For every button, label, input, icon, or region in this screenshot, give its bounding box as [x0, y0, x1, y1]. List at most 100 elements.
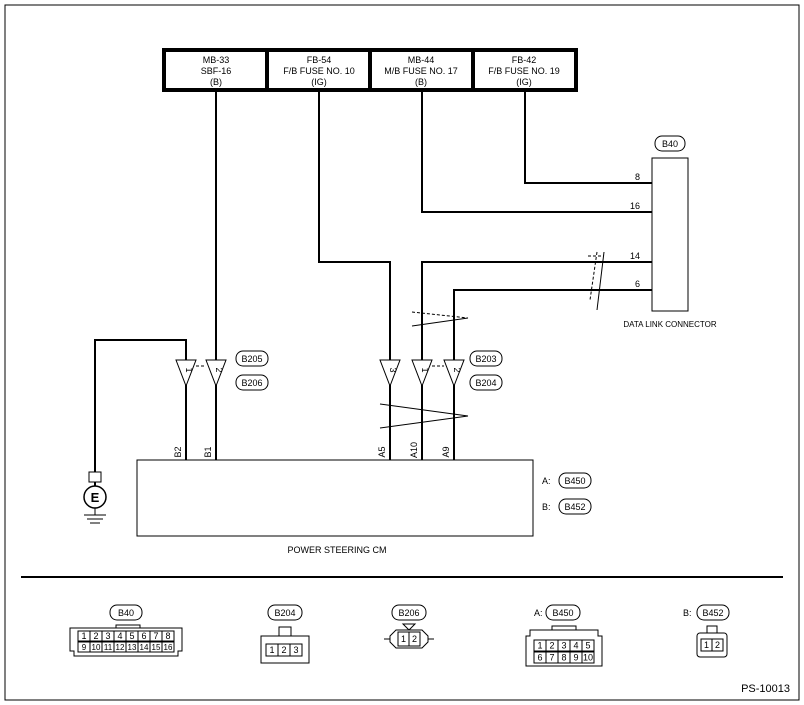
dlc-label: DATA LINK CONNECTOR: [623, 320, 717, 329]
module-body: [136, 459, 534, 537]
terminal-a10: A10: [409, 442, 419, 458]
pin-number: 1: [269, 645, 274, 655]
pin-number: 1: [537, 641, 542, 651]
pin-number: 3: [293, 645, 298, 655]
pin-number: 13: [128, 643, 137, 652]
pin-number: 4: [573, 641, 578, 651]
pin-number: 8: [561, 653, 566, 663]
dlc-body: [651, 157, 689, 312]
terminal-a5: A5: [377, 446, 387, 457]
terminal-b1: B1: [203, 446, 213, 457]
pin-number: 6: [537, 653, 542, 663]
pin-number: 10: [92, 643, 101, 652]
power-steering-module: B2 B1 A5 A10 A9 POWER STEERING CM A: B45…: [136, 442, 592, 555]
terminal-b2: B2: [173, 446, 183, 457]
pin-number: 5: [585, 641, 590, 651]
pin-number: 1: [704, 640, 709, 650]
fuse-2-line2: F/B FUSE NO. 10: [283, 66, 355, 76]
right-pin-1: 1: [420, 367, 430, 372]
legend-b206-id: B206: [398, 608, 419, 618]
dlc-pin-16: 16: [630, 201, 640, 211]
right-pin-3: 3: [388, 367, 398, 372]
fuse-3-line2: M/B FUSE NO. 17: [384, 66, 458, 76]
connector-id-right-top: B203: [475, 354, 496, 364]
pin-number: 5: [129, 631, 134, 641]
pin-number: 6: [141, 631, 146, 641]
pin-number: 3: [561, 641, 566, 651]
wire-mb44: [421, 92, 652, 213]
ground-symbol: E: [83, 471, 107, 524]
legend-b450-prefix: A:: [534, 608, 543, 618]
fuse-1-line1: MB-33: [203, 55, 230, 65]
wires: [94, 92, 652, 472]
pin-number: 8: [165, 631, 170, 641]
fuse-3-line1: MB-44: [408, 55, 435, 65]
fuse-4-line1: FB-42: [512, 55, 537, 65]
wire-fb42: [524, 92, 652, 184]
dlc-id-badge: [654, 135, 686, 152]
connector-arrow: [443, 359, 465, 388]
legend-b452-prefix: B:: [683, 608, 692, 618]
module-conn-a-prefix: A:: [542, 476, 551, 486]
inline-connector-right: 3 1 2 B203 B204: [379, 350, 503, 391]
pin-number: 15: [152, 643, 161, 652]
pin-number: 1: [81, 631, 86, 641]
connector-arrow: [379, 359, 401, 388]
fuse-1-line3: (B): [210, 77, 222, 87]
inline-connectors: 1 2 B205 B206 3 1 2 B203 B204: [175, 350, 503, 391]
pin-number: 4: [117, 631, 122, 641]
dlc-id: B40: [662, 139, 678, 149]
figure-code: PS-10013: [741, 683, 790, 695]
pin-number: 10: [583, 653, 593, 663]
pin-cell: [289, 643, 303, 657]
fuse-3-line3: (B): [415, 77, 427, 87]
pin-number: 9: [82, 643, 87, 652]
fuse-4-line2: F/B FUSE NO. 19: [488, 66, 560, 76]
pin-number: 2: [715, 640, 720, 650]
terminal-a9: A9: [441, 446, 451, 457]
connector-id-left-top: B205: [241, 354, 262, 364]
module-conn-a-id: B450: [564, 476, 585, 486]
wire-ground: [94, 339, 187, 472]
pin-number: 11: [104, 643, 113, 652]
connector-arrow: [205, 359, 227, 388]
legend-b450-id: B450: [552, 608, 573, 618]
pin-number: 2: [281, 645, 286, 655]
pin-number: 3: [105, 631, 110, 641]
fuse-4-line3: (IG): [516, 77, 532, 87]
module-conn-b-id: B452: [564, 502, 585, 512]
pin-cell: [408, 631, 421, 647]
wire-fb54: [318, 92, 391, 360]
connector-id-left-bottom: B206: [241, 378, 262, 388]
pin-cell: [581, 651, 595, 664]
pin-cell: [711, 638, 724, 652]
connector-arrow: [175, 359, 197, 388]
wire-dlc-14: [421, 261, 652, 360]
dlc-pin-8: 8: [635, 172, 640, 182]
twisted-pair-marks: [379, 251, 605, 429]
module-label: POWER STEERING CM: [287, 545, 386, 555]
pin-number: 9: [573, 653, 578, 663]
legend-b40-id: B40: [118, 608, 134, 618]
outer-frame: [4, 4, 800, 701]
pin-cell: [161, 641, 175, 653]
fuse-2-line1: FB-54: [307, 55, 332, 65]
legend-b204-id: B204: [274, 608, 295, 618]
pin-number: 2: [93, 631, 98, 641]
data-link-connector: B40 8 16 14 6 DATA LINK CONNECTOR: [623, 135, 717, 329]
pin-cell: [581, 639, 595, 652]
connector-id-right-bottom: B204: [475, 378, 496, 388]
pin-number: 14: [140, 643, 149, 652]
connector-arrow: [411, 359, 433, 388]
ground-label: E: [91, 490, 100, 505]
wire-dlc-6: [453, 289, 652, 360]
